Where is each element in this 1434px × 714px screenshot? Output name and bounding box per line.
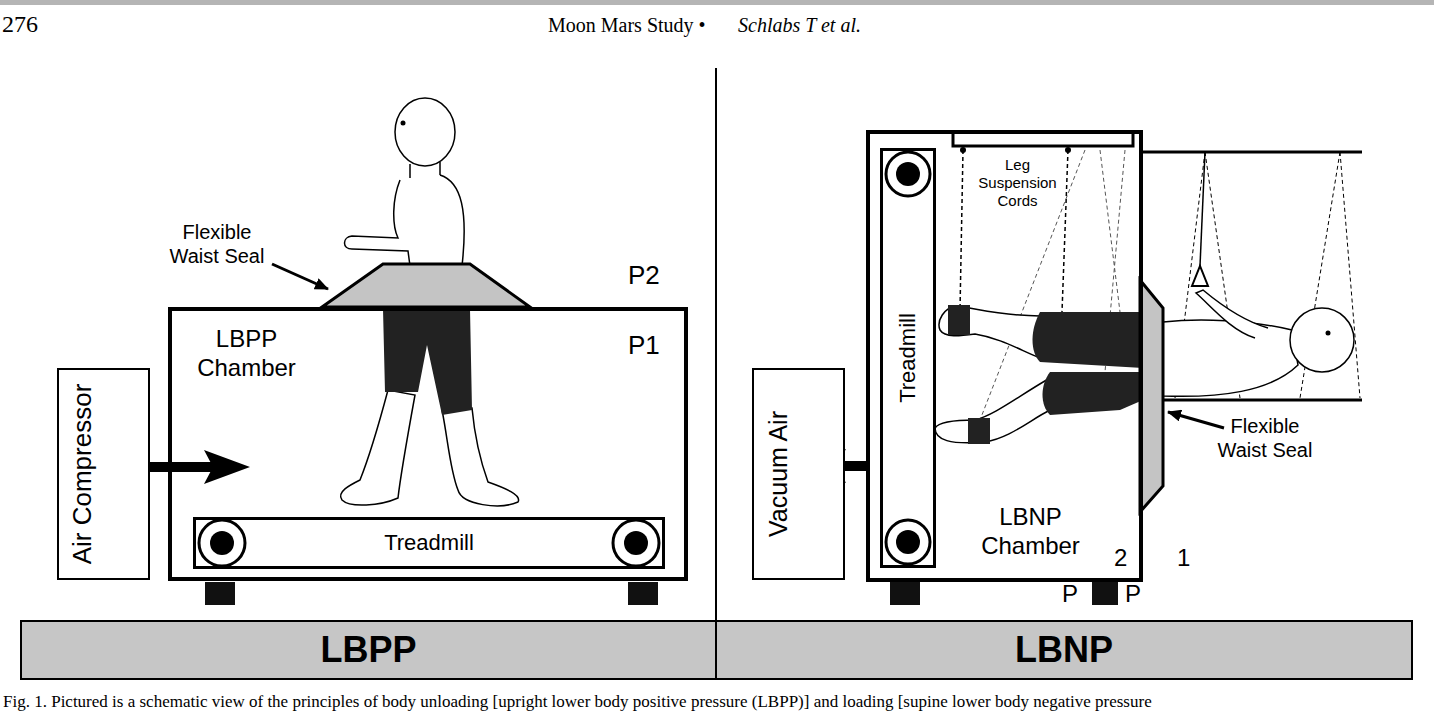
roller-hub (896, 530, 920, 554)
leader-line (272, 264, 328, 289)
person-head (1290, 308, 1354, 372)
treadmill-roller (886, 520, 930, 564)
chamber-foot (628, 582, 658, 605)
person-shorts (1043, 372, 1144, 415)
pressure-label: P1 (628, 330, 660, 361)
person-neck (410, 162, 440, 178)
chamber-foot (205, 582, 235, 605)
person-eye (401, 121, 406, 126)
pressure-symbol: P (1125, 580, 1141, 609)
ankle-strap (968, 418, 990, 444)
node-label: LBPP (320, 628, 416, 671)
running-head-authors: Schlabs T et al. (738, 13, 861, 37)
roller-hub (624, 531, 648, 555)
roller-hub (210, 531, 234, 555)
node-label: LBNP (1015, 628, 1113, 671)
mode-band: LBNP (715, 620, 1413, 680)
person-torso (1163, 320, 1298, 396)
person-shorts (1033, 312, 1144, 368)
suspension-cord (1100, 150, 1120, 312)
panel-divider (715, 68, 717, 620)
waist-seal (1140, 280, 1163, 512)
vacuum-box: Vacuum Air (752, 368, 845, 580)
person-head (395, 98, 455, 166)
suspension-bar (953, 132, 1133, 146)
running-head: Moon Mars Study • (548, 13, 706, 37)
callout-label: Flexible Waist Seal (162, 220, 272, 268)
compressor-box: Air Compressor (57, 368, 150, 580)
pressure-symbol: P (1062, 580, 1078, 609)
pressure-index: 1 (1177, 544, 1190, 573)
suspension-cord (960, 150, 963, 310)
node-label: Air Compressor (67, 384, 98, 565)
roller-hub (896, 162, 920, 186)
person-leg (939, 306, 1040, 358)
waist-seal (322, 264, 530, 307)
person-torso (345, 175, 465, 266)
treadmill-roller (613, 520, 659, 566)
treadmill-belt: Treadmill (193, 517, 665, 569)
flow-arrow (150, 462, 220, 472)
figure-caption: Fig. 1. Pictured is a schematic view of … (3, 692, 1152, 712)
chamber-foot (890, 582, 920, 605)
person-leg (935, 378, 1050, 443)
treadmill-roller (199, 520, 245, 566)
pressure-chamber: Treadmill LBPP Chamber (168, 307, 688, 581)
node-label: Treadmill (895, 313, 921, 403)
node-label: LBNP Chamber (968, 503, 1093, 561)
suspension-frame (1143, 399, 1362, 402)
person-leg (341, 390, 415, 505)
person-shorts (383, 309, 472, 415)
treadmill-roller (886, 152, 930, 196)
handle-cord (1200, 152, 1205, 266)
hand-grip (1192, 266, 1208, 286)
suspension-cord (1062, 150, 1068, 312)
person-leg (442, 408, 519, 506)
mode-band: LBPP (20, 620, 717, 680)
suspension-frame (1143, 151, 1362, 154)
pressure-label: P2 (628, 260, 660, 291)
node-label: LBPP Chamber (184, 325, 309, 383)
pressure-index: 2 (1114, 544, 1127, 573)
page-number: 276 (2, 10, 38, 39)
leader-line (1168, 412, 1224, 428)
treadmill-belt: Treadmill (880, 148, 936, 568)
node-label: Vacuum Air (763, 411, 793, 537)
person-eye (1326, 331, 1331, 336)
node-label: Treadmill (384, 530, 474, 556)
person-arm (1196, 290, 1268, 338)
chamber-foot (1092, 582, 1118, 605)
callout-label: Flexible Waist Seal (1210, 414, 1320, 462)
ankle-strap (948, 305, 970, 335)
callout-label: Leg Suspension Cords (975, 156, 1060, 210)
header-rule (0, 0, 1434, 5)
